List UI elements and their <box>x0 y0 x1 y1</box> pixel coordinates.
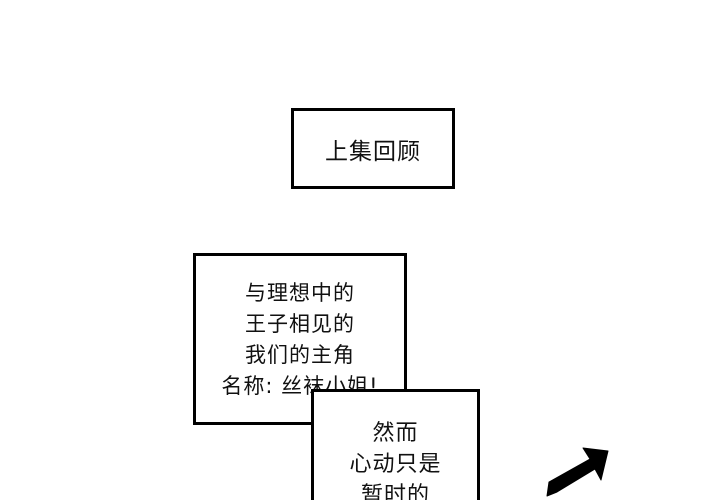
caption-line: 与理想中的 <box>245 281 355 305</box>
caption-line: 王子相见的 <box>245 312 355 336</box>
caption-line: 心动只是 <box>349 452 442 477</box>
hand-drawn-arrow-icon <box>545 446 611 500</box>
caption-line: 我们的主角 <box>245 343 355 367</box>
recap-title-label: 上集回顾 <box>325 138 421 165</box>
caption-box-however: 然而 心动只是 暂时的 <box>311 389 480 500</box>
recap-title-box: 上集回顾 <box>291 108 455 189</box>
caption-line: 然而 <box>372 421 419 446</box>
caption-line: 暂时的 <box>360 483 430 500</box>
caption-box-intro: 与理想中的 王子相见的 我们的主角 名称: 丝袜小姐! <box>193 253 407 425</box>
